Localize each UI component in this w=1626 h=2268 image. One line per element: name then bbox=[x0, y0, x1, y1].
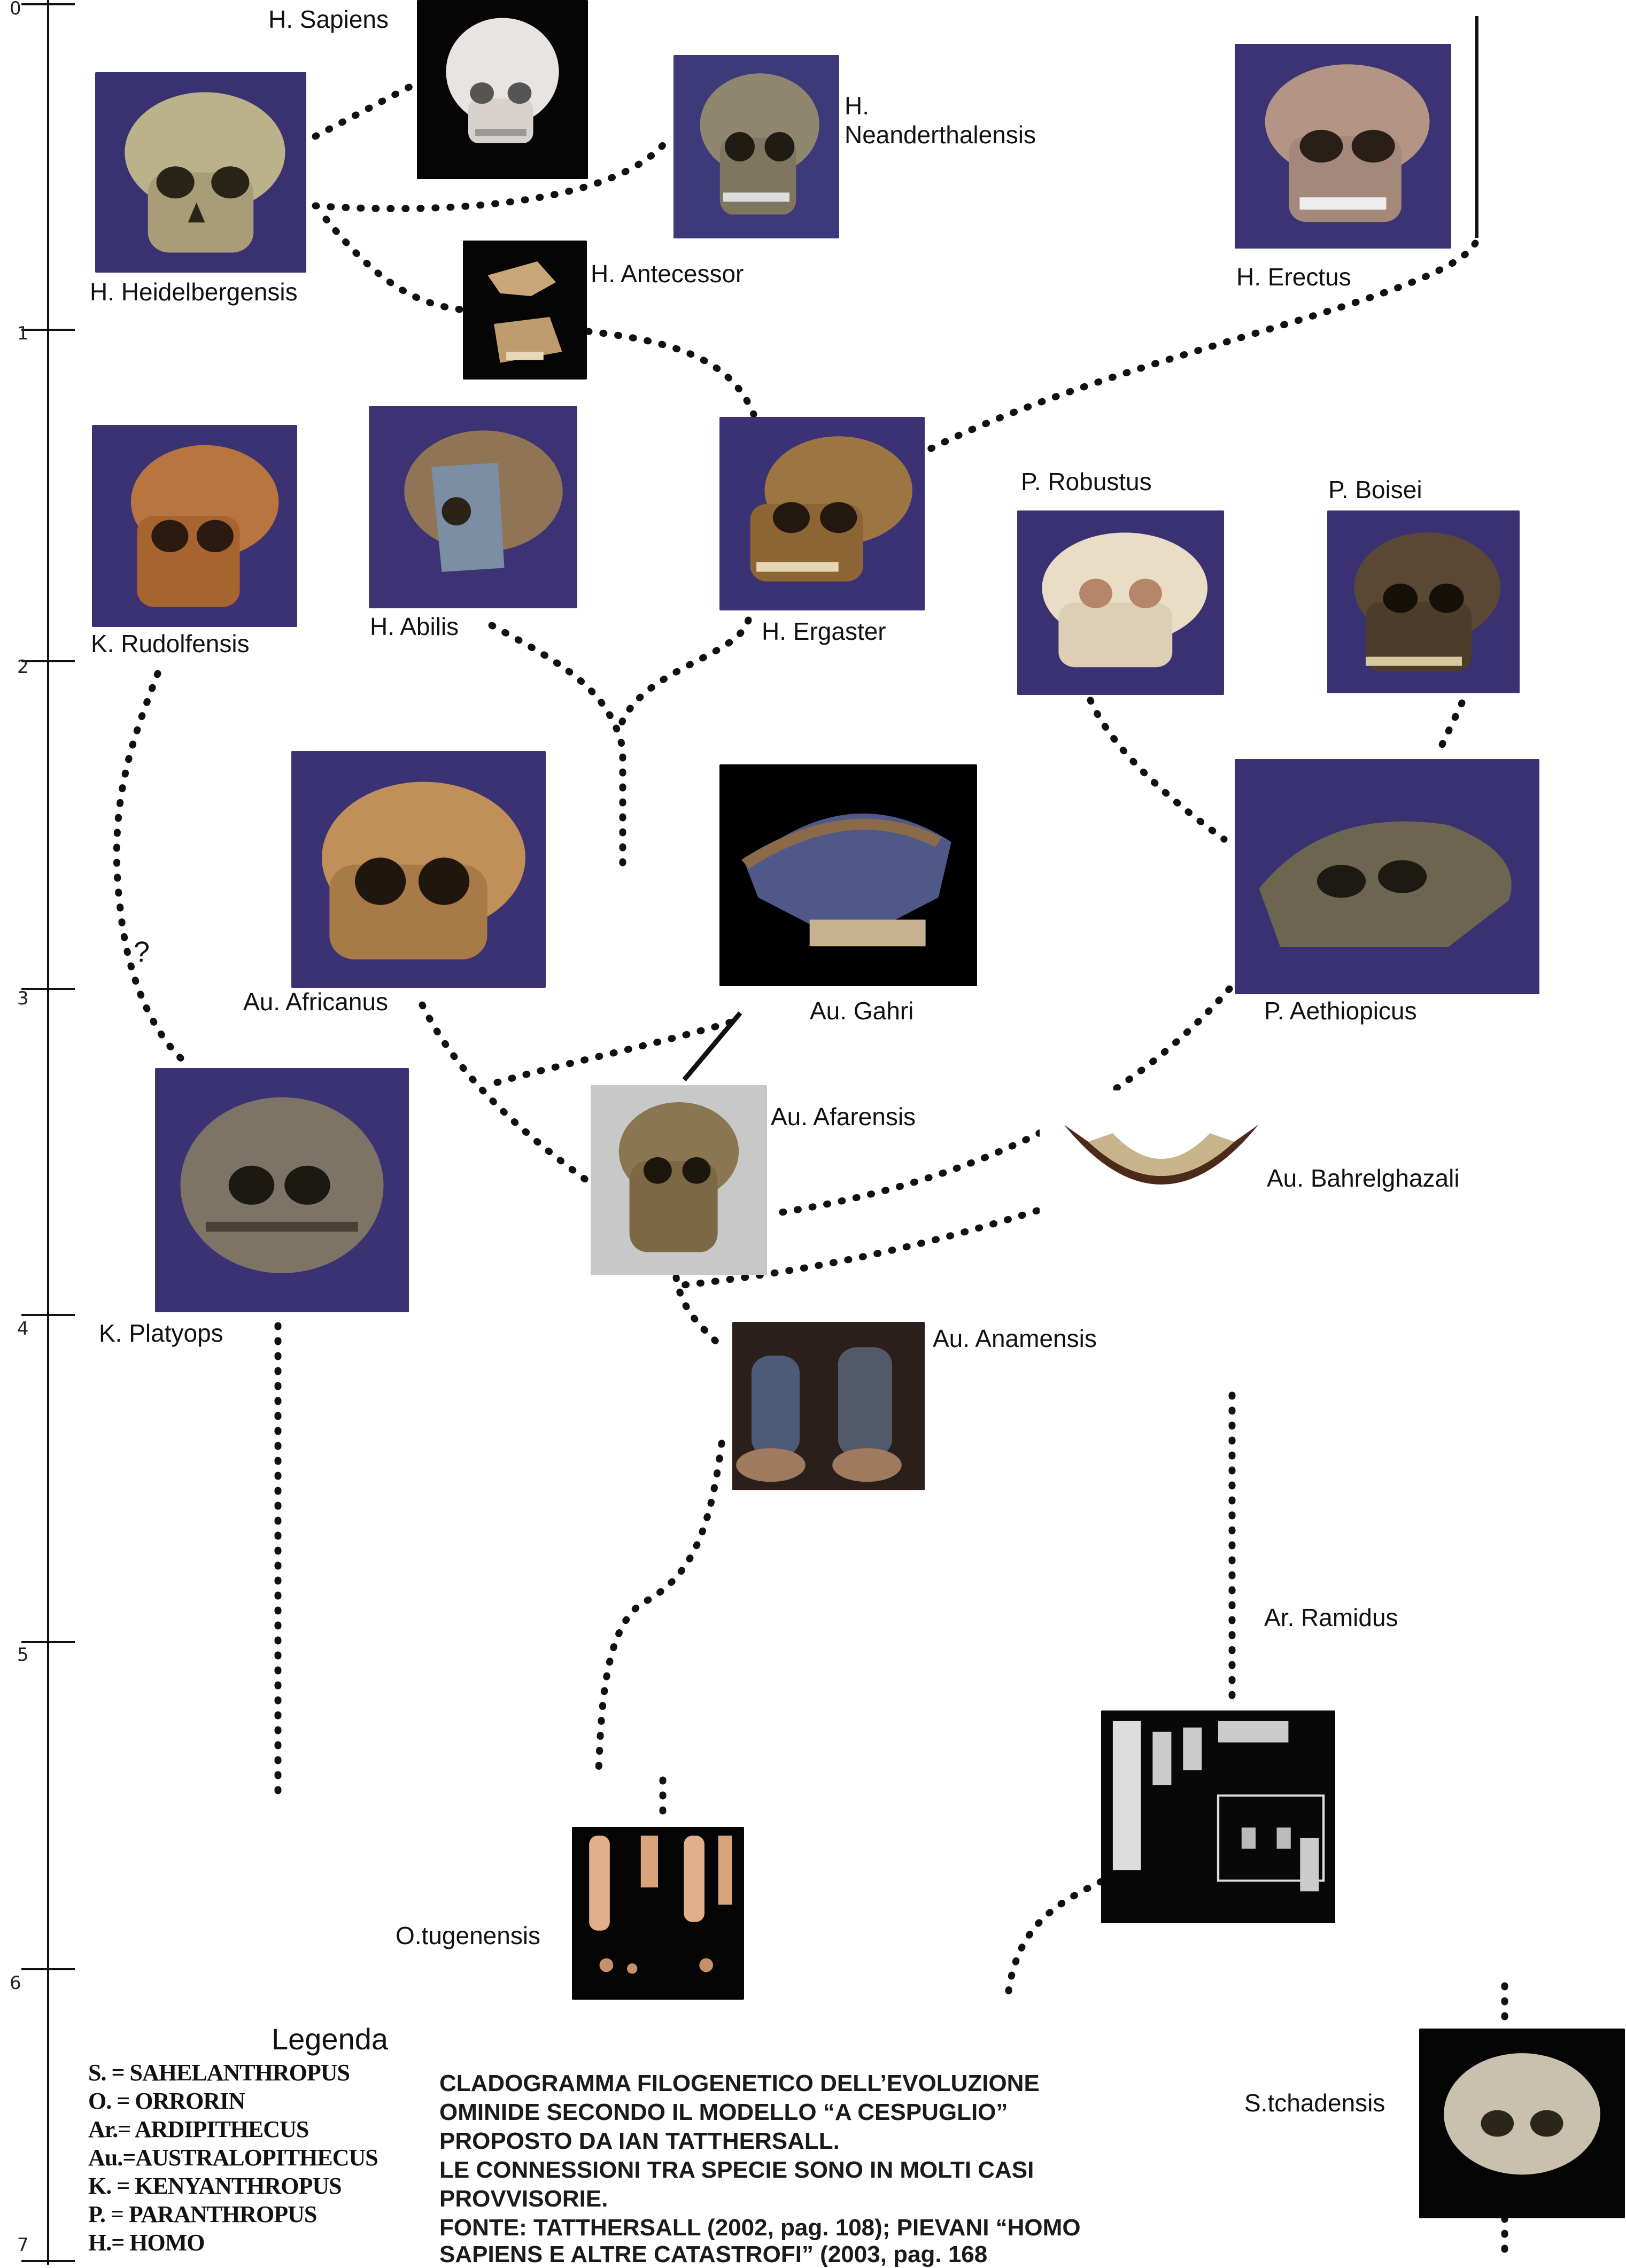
label-question-mark: ? bbox=[134, 935, 150, 969]
label-h-heidelbergensis: H. Heidelbergensis bbox=[90, 278, 298, 306]
label-p-boisei: P. Boisei bbox=[1328, 476, 1422, 504]
label-h-sapiens: H. Sapiens bbox=[268, 5, 389, 34]
caption-line: SAPIENS E ALTRE CATASTROFI” (2003, pag. … bbox=[439, 2241, 987, 2268]
p-boisei-photo bbox=[1327, 510, 1520, 693]
link-heidelbergensis-sapiens bbox=[315, 80, 422, 136]
au-gahri-photo bbox=[719, 764, 977, 986]
label-p-robustus: P. Robustus bbox=[1021, 468, 1152, 496]
link-antecessor-ergaster bbox=[588, 331, 754, 414]
caption-line: OMINIDE SECONDO IL MODELLO “A CESPUGLIO” bbox=[439, 2099, 1008, 2126]
link-erectus-ergaster bbox=[930, 243, 1475, 449]
tick-label-6: 6 bbox=[10, 1972, 21, 1994]
label-h-ergaster: H. Ergaster bbox=[762, 617, 886, 646]
link-ergaster-branch bbox=[620, 620, 748, 727]
h-neanderthalensis-photo bbox=[673, 55, 839, 238]
label-h-neanderthalensis-2: Neanderthalensis bbox=[845, 121, 1036, 149]
label-au-afarensis: Au. Afarensis bbox=[771, 1103, 916, 1131]
tick-label-7: 7 bbox=[17, 2234, 29, 2256]
link-robustus-aethiopicus bbox=[1090, 700, 1224, 839]
h-ergaster-photo bbox=[719, 417, 925, 610]
legend-item: Au.=AUSTRALOPITHECUS bbox=[88, 2144, 378, 2171]
h-antecessor-photo bbox=[463, 241, 587, 380]
legend-item: S. = SAHELANTHROPUS bbox=[88, 2059, 350, 2086]
tick-label-4: 4 bbox=[17, 1318, 29, 1340]
caption-line: FONTE: TATTHERSALL (2002, pag. 108); PIE… bbox=[439, 2215, 1081, 2241]
legend-item: P. = PARANTHROPUS bbox=[88, 2201, 316, 2228]
link-africanus-afarensis bbox=[422, 1005, 588, 1181]
caption-line: LE CONNESSIONI TRA SPECIE SONO IN MOLTI … bbox=[439, 2157, 1034, 2184]
link-boisei-aethiopicus bbox=[1438, 703, 1462, 754]
link-anamensis-orrorin bbox=[599, 1443, 722, 1769]
p-robustus-photo bbox=[1017, 510, 1224, 695]
k-rudolfensis-photo bbox=[92, 425, 297, 627]
link-rudolfensis-platyops bbox=[117, 674, 187, 1064]
h-erectus-photo bbox=[1235, 44, 1451, 249]
label-au-anamensis: Au. Anamensis bbox=[933, 1325, 1097, 1353]
tick-label-5: 5 bbox=[17, 1644, 29, 1666]
label-au-gahri: Au. Gahri bbox=[810, 997, 913, 1025]
legend-title: Legenda bbox=[272, 2022, 388, 2056]
tick-label-0: 0 bbox=[10, 0, 21, 19]
label-au-africanus: Au. Africanus bbox=[243, 988, 388, 1016]
label-o-tugenensis: O.tugenensis bbox=[396, 1922, 540, 1950]
ar-ramidus-photo bbox=[1101, 1710, 1335, 1923]
au-afarensis-photo bbox=[591, 1085, 767, 1275]
link-ramidus-down bbox=[1008, 1882, 1101, 1999]
label-h-neanderthalensis-1: H. bbox=[845, 92, 869, 120]
legend-item: O. = ORRORIN bbox=[88, 2087, 245, 2115]
gahri-afarensis-solid-line bbox=[684, 1013, 740, 1080]
au-anamensis-photo bbox=[732, 1322, 925, 1490]
link-afarensis-anamensis bbox=[676, 1278, 716, 1342]
tick-label-1: 1 bbox=[17, 323, 29, 344]
au-africanus-photo bbox=[291, 751, 546, 988]
legend-item: Ar.= ARDIPITHECUS bbox=[88, 2116, 308, 2143]
caption-line: PROPOSTO DA IAN TATTHERSALL. bbox=[439, 2128, 840, 2155]
o-tugenensis-photo bbox=[572, 1827, 744, 2000]
label-p-aethiopicus: P. Aethiopicus bbox=[1264, 997, 1417, 1025]
label-k-rudolfensis: K. Rudolfensis bbox=[91, 630, 250, 658]
legend-item: K. = KENYANTHROPUS bbox=[88, 2172, 342, 2200]
h-heidelbergensis-photo bbox=[95, 72, 306, 273]
p-aethiopicus-photo bbox=[1235, 759, 1539, 994]
label-s-tchadensis: S.tchadensis bbox=[1244, 2089, 1385, 2117]
caption-line: PROVVISORIE. bbox=[439, 2186, 608, 2212]
legend-item: H.= HOMO bbox=[88, 2229, 205, 2256]
s-tchadensis-photo bbox=[1419, 2029, 1625, 2218]
label-k-platyops: K. Platyops bbox=[99, 1319, 223, 1348]
au-bahrelghazali-photo bbox=[1040, 1090, 1283, 1261]
k-platyops-photo bbox=[155, 1068, 409, 1312]
label-au-bahrelghazali: Au. Bahrelghazali bbox=[1267, 1164, 1460, 1193]
caption-line: CLADOGRAMMA FILOGENETICO DELL’EVOLUZIONE bbox=[439, 2070, 1040, 2097]
h-abilis-photo bbox=[369, 406, 577, 608]
tick-label-2: 2 bbox=[17, 656, 29, 678]
label-h-antecessor: H. Antecessor bbox=[591, 260, 744, 288]
tick-label-3: 3 bbox=[17, 988, 29, 1009]
label-ar-ramidus: Ar. Ramidus bbox=[1264, 1604, 1398, 1632]
link-heidelbergensis-antecessor bbox=[326, 219, 465, 310]
label-h-abilis: H. Abilis bbox=[370, 613, 459, 641]
h-sapiens-photo bbox=[417, 0, 588, 179]
label-h-erectus: H. Erectus bbox=[1236, 263, 1351, 291]
